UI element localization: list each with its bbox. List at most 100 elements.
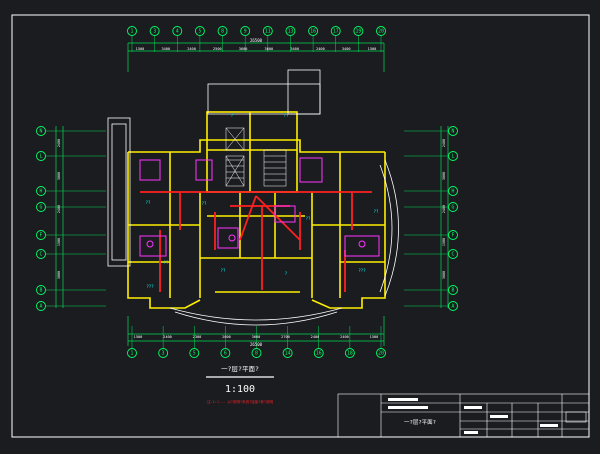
axis-bubble-right: F: [448, 230, 458, 240]
axis-bubble-right: G: [448, 202, 458, 212]
axis-bubble-top: 13: [285, 26, 296, 36]
axis-label: B: [40, 288, 43, 294]
axis-label: H: [452, 189, 455, 195]
room-label: ??: [221, 268, 226, 273]
axis-bubble-top: 4: [172, 26, 183, 36]
axis-bubble-right: L: [448, 151, 458, 161]
axis-bubble-bottom: 16: [313, 348, 324, 358]
axis-bubble-bottom: 6: [220, 348, 231, 358]
dimension-label: 2400: [316, 47, 325, 51]
axis-label: 16: [316, 351, 322, 357]
right-dimension-chain: [440, 126, 449, 308]
dimension-label: 3600: [239, 47, 248, 51]
axis-label: 3: [162, 351, 165, 357]
dimension-label: 1500: [368, 47, 377, 51]
axis-bubble-bottom: 3: [158, 348, 169, 358]
axis-label: L: [452, 154, 455, 160]
axis-bubble-right: C: [448, 249, 458, 259]
axis-label: 20: [378, 29, 384, 35]
room-label: ??: [202, 201, 207, 206]
axis-label: L: [40, 154, 43, 160]
dimension-label: 2400: [57, 205, 61, 213]
axis-label: 13: [288, 29, 294, 35]
axis-bubble-left: G: [36, 202, 46, 212]
dimension-label: 1500: [57, 238, 61, 246]
bottom-dimension-chain: [127, 316, 385, 346]
room-label: ???: [146, 284, 154, 289]
room-label: ??: [146, 200, 151, 205]
dimension-label: 2700: [281, 335, 290, 339]
dimension-label: 1500: [134, 335, 143, 339]
axis-label: F: [452, 233, 455, 239]
axis-bubble-top: 19: [353, 26, 364, 36]
axis-label: N: [452, 129, 455, 135]
axis-bubble-right: N: [448, 126, 458, 136]
dimension-label: 3000: [57, 271, 61, 279]
stair-treads: [225, 127, 287, 187]
axis-bubble-bottom: 1: [127, 348, 137, 358]
room-label: ??: [284, 113, 289, 118]
dimension-label: 3600: [252, 335, 261, 339]
dimension-label: 2400: [442, 139, 446, 147]
room-label: ??: [164, 260, 169, 265]
title-block: [337, 393, 590, 438]
axis-label: 14: [285, 351, 291, 357]
axis-bubble-left: B: [36, 285, 46, 295]
axis-bubble-left: H: [36, 186, 46, 196]
dimension-label: 2600: [222, 335, 231, 339]
axis-bubble-bottom: 20: [376, 348, 386, 358]
room-label: ???: [358, 268, 366, 273]
axis-bubble-left: N: [36, 126, 46, 136]
dimension-label: 2400: [340, 335, 349, 339]
axis-bubble-bottom: 14: [282, 348, 293, 358]
axis-label: 18: [347, 351, 353, 357]
axis-label: F: [40, 233, 43, 239]
dimension-label: 3000: [57, 172, 61, 180]
room-label: ?: [285, 271, 288, 276]
axis-label: B: [452, 288, 455, 294]
dimension-label: 3400: [342, 47, 351, 51]
axis-label: 4: [176, 29, 179, 35]
dimension-label: 2500: [213, 47, 222, 51]
axis-bubble-top: 1: [127, 26, 137, 36]
axis-label: 8: [255, 351, 258, 357]
axis-bubble-left: C: [36, 249, 46, 259]
axis-bubble-left: A: [36, 301, 46, 311]
axis-label: 11: [265, 29, 271, 35]
dimension-label: 2300: [193, 335, 202, 339]
dimension-label: 2400: [311, 335, 320, 339]
plumbing-fixtures: [139, 157, 380, 257]
bottom-dimension-total: 26500: [250, 342, 263, 347]
axis-label: A: [452, 304, 455, 310]
dimension-label: 2400: [57, 139, 61, 147]
drawing-note: 注:1:1... 以?说明?系统?连接?参?说明: [207, 399, 273, 404]
axis-label: 1: [131, 351, 134, 357]
dimension-label: 1500: [442, 238, 446, 246]
axis-bubble-top: 20: [376, 26, 386, 36]
axis-label: G: [452, 205, 455, 211]
left-dimension-chain: [55, 126, 64, 308]
axis-bubble-left: L: [36, 151, 46, 161]
balconies: [107, 69, 399, 326]
dimension-label: 2400: [187, 47, 196, 51]
axis-label: 1: [131, 29, 134, 35]
dimension-label: 2400: [442, 205, 446, 213]
axis-label: 9: [244, 29, 247, 35]
dimension-label: 3400: [161, 47, 170, 51]
axis-label: C: [40, 252, 43, 258]
top-dimension-total: 26500: [250, 38, 263, 43]
axis-label: N: [40, 129, 43, 135]
axis-label: 20: [378, 351, 384, 357]
dimension-label: 3600: [265, 47, 274, 51]
drawing-title: 一?层?平面?: [221, 365, 259, 373]
axis-label: G: [40, 205, 43, 211]
axis-bubble-top: 9: [240, 26, 251, 36]
dimension-label: 1500: [136, 47, 145, 51]
axis-label: 5: [198, 29, 201, 35]
room-label: ?: [231, 113, 234, 118]
